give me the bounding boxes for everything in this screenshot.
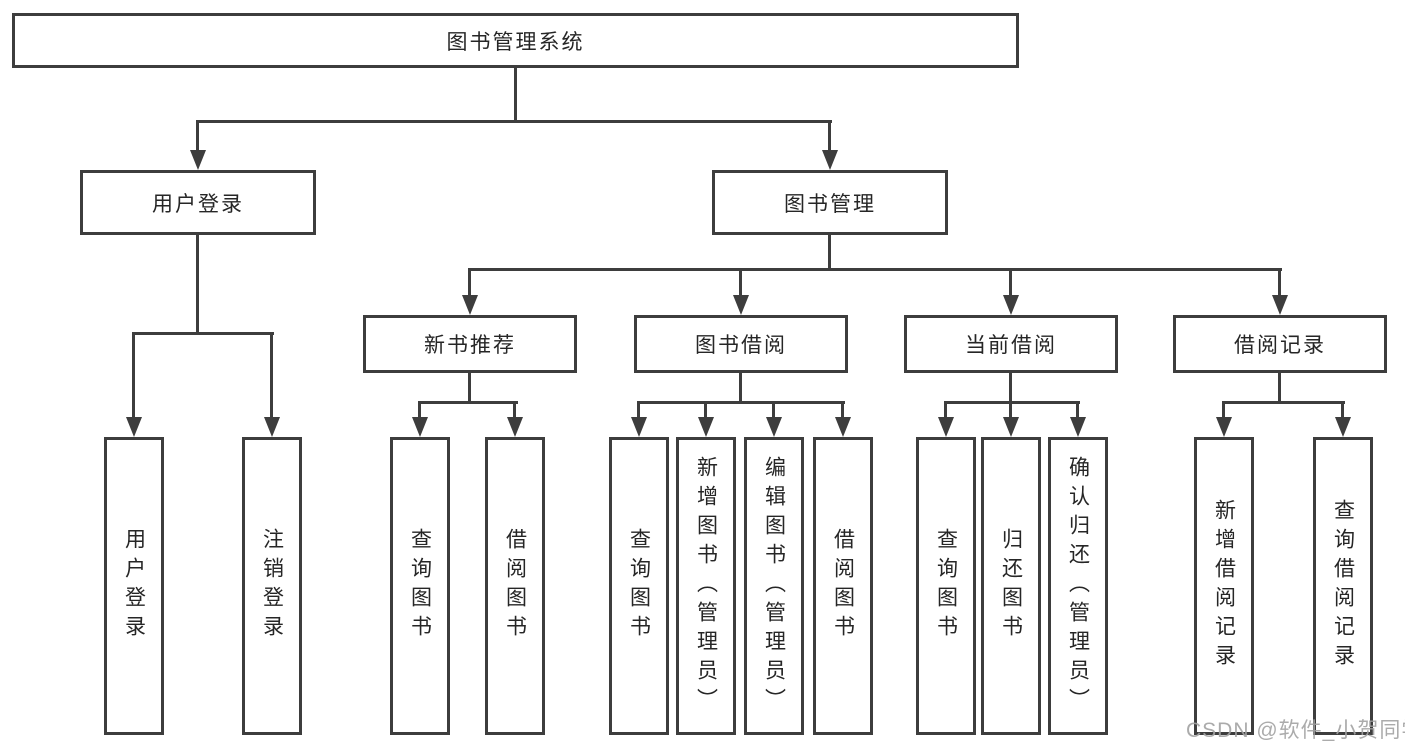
connector-line (418, 401, 421, 419)
node-new-book-recommend: 新书推荐 (363, 315, 577, 373)
arrow-down-icon (462, 295, 478, 315)
leaf-logout: 注销登录 (242, 437, 302, 735)
leaf-query-books-recommend: 查询图书 (390, 437, 450, 735)
connector-line (704, 401, 707, 419)
leaf-label: 查询图书 (627, 528, 651, 644)
arrow-down-icon (698, 417, 714, 437)
connector-line (1222, 401, 1345, 404)
connector-line (841, 401, 844, 419)
node-borrow-records: 借阅记录 (1173, 315, 1387, 373)
leaf-add-borrow-record: 新增借阅记录 (1194, 437, 1254, 735)
connector-line (1076, 401, 1079, 419)
leaf-label: 查询图书 (408, 528, 432, 644)
connector-line (196, 235, 199, 335)
node-label: 借阅记录 (1234, 334, 1326, 357)
connector-line (772, 401, 775, 419)
arrow-down-icon (264, 417, 280, 437)
leaf-user-login: 用户登录 (104, 437, 164, 735)
leaf-label: 借阅图书 (503, 528, 527, 644)
connector-line (944, 401, 947, 419)
arrow-down-icon (126, 417, 142, 437)
connector-line (468, 373, 471, 404)
node-book-borrow: 图书借阅 (634, 315, 848, 373)
arrow-down-icon (1335, 417, 1351, 437)
node-label: 新书推荐 (424, 334, 516, 357)
arrow-down-icon (1070, 417, 1086, 437)
connector-line (132, 332, 274, 335)
node-library-system: 图书管理系统 (12, 13, 1019, 68)
node-label: 用户登录 (152, 192, 244, 216)
leaf-label: 新增借阅记录 (1212, 499, 1236, 673)
arrow-down-icon (822, 150, 838, 170)
node-book-management: 图书管理 (712, 170, 948, 235)
leaf-label: 借阅图书 (831, 528, 855, 644)
leaf-label: 用户登录 (122, 528, 146, 644)
leaf-label: 编辑图书（管理员） (762, 455, 786, 717)
leaf-query-books-current: 查询图书 (916, 437, 976, 735)
arrow-down-icon (1216, 417, 1232, 437)
leaf-label: 归还图书 (999, 528, 1023, 644)
arrow-down-icon (1272, 295, 1288, 315)
node-user-login: 用户登录 (80, 170, 316, 235)
arrow-down-icon (631, 417, 647, 437)
connector-line (1278, 373, 1281, 404)
connector-line (468, 268, 471, 297)
leaf-edit-books-admin: 编辑图书（管理员） (744, 437, 804, 735)
connector-line (1222, 401, 1225, 419)
node-label: 图书管理系统 (446, 30, 585, 54)
connector-line (739, 373, 742, 404)
connector-line (637, 401, 640, 419)
connector-line (1009, 268, 1012, 297)
node-label: 当前借阅 (965, 334, 1057, 357)
leaf-borrow-books-recommend: 借阅图书 (485, 437, 545, 735)
leaf-add-books-admin: 新增图书（管理员） (676, 437, 736, 735)
connector-line (1009, 373, 1012, 404)
connector-line (132, 332, 135, 419)
node-label: 图书借阅 (695, 334, 787, 357)
leaf-label: 查询借阅记录 (1331, 499, 1355, 673)
arrow-down-icon (766, 417, 782, 437)
csdn-watermark: CSDN @软件_小贺同学 (1186, 719, 1405, 742)
connector-line (828, 120, 831, 152)
leaf-label: 确认归还（管理员） (1066, 455, 1090, 717)
arrow-down-icon (412, 417, 428, 437)
connector-line (270, 332, 273, 419)
connector-line (637, 401, 845, 404)
node-label: 图书管理 (784, 192, 876, 216)
connector-line (944, 401, 1080, 404)
arrow-down-icon (835, 417, 851, 437)
arrow-down-icon (507, 417, 523, 437)
arrow-down-icon (733, 295, 749, 315)
connector-line (418, 401, 518, 404)
leaf-label: 注销登录 (260, 528, 284, 644)
connector-line (1341, 401, 1344, 419)
leaf-return-books: 归还图书 (981, 437, 1041, 735)
connector-line (196, 120, 832, 123)
leaf-borrow-books: 借阅图书 (813, 437, 873, 735)
leaf-query-borrow-record: 查询借阅记录 (1313, 437, 1373, 735)
arrow-down-icon (190, 150, 206, 170)
arrow-down-icon (938, 417, 954, 437)
arrow-down-icon (1003, 295, 1019, 315)
leaf-confirm-return-admin: 确认归还（管理员） (1048, 437, 1108, 735)
leaf-label: 查询图书 (934, 528, 958, 644)
connector-line (739, 268, 742, 297)
connector-line (468, 268, 1282, 271)
connector-line (196, 120, 199, 152)
connector-line (513, 401, 516, 419)
connector-line (828, 235, 831, 271)
arrow-down-icon (1003, 417, 1019, 437)
connector-line (1009, 401, 1012, 419)
connector-line (514, 68, 517, 120)
connector-line (1278, 268, 1281, 297)
leaf-label: 新增图书（管理员） (694, 455, 718, 717)
leaf-query-books-borrow: 查询图书 (609, 437, 669, 735)
node-current-borrow: 当前借阅 (904, 315, 1118, 373)
